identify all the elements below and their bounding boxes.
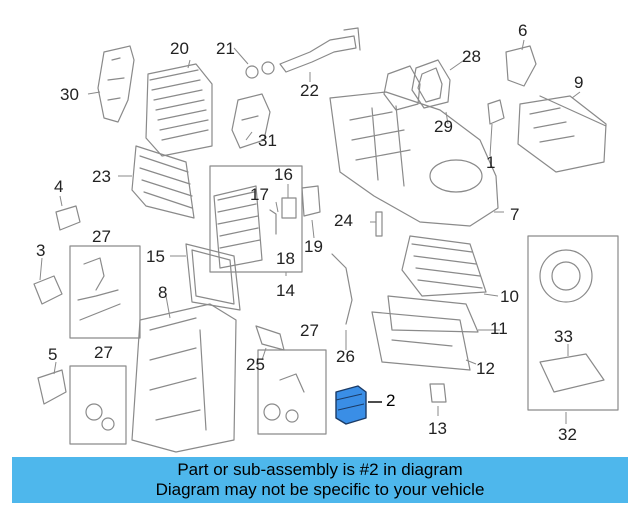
callout-9: 9 xyxy=(574,73,584,92)
callout-10: 10 xyxy=(500,287,519,306)
callout-17: 17 xyxy=(250,185,269,204)
callout-14: 14 xyxy=(276,281,295,300)
part-29-gasket xyxy=(383,65,421,111)
callout-1: 1 xyxy=(486,153,496,172)
callout-18: 18 xyxy=(276,249,295,268)
parts-diagram xyxy=(33,27,619,453)
part-4-sensor xyxy=(55,205,81,231)
part-5-actuator xyxy=(37,369,67,405)
banner-line-1: Part or sub-assembly is #2 in diagram xyxy=(177,460,463,479)
callout-19: 19 xyxy=(304,237,323,256)
part-32-blower-group xyxy=(527,235,619,411)
part-6-bracket xyxy=(505,45,537,87)
callout-15: 15 xyxy=(146,247,165,266)
part-14-evaporator-group xyxy=(209,165,303,273)
part-21-oring xyxy=(245,65,259,79)
part-31-bracket xyxy=(231,93,271,149)
part-11-seal xyxy=(387,295,479,333)
callout-13: 13 xyxy=(428,419,447,438)
part-1-sensor xyxy=(487,99,505,125)
part-20-heater-core xyxy=(145,63,213,157)
callout-7: 7 xyxy=(510,205,520,224)
callout-5: 5 xyxy=(48,345,58,364)
callout-31: 31 xyxy=(258,131,277,150)
part-33-resistor xyxy=(539,353,605,393)
callout-12: 12 xyxy=(476,359,495,378)
callout-28: 28 xyxy=(462,47,481,66)
callout-11: 11 xyxy=(490,319,508,338)
part-30-bracket xyxy=(97,45,135,123)
part-12-cover xyxy=(371,311,471,371)
callout-3: 3 xyxy=(36,241,46,260)
part-8-lower-housing xyxy=(131,303,237,453)
info-banner: Part or sub-assembly is #2 in diagram Di… xyxy=(12,457,628,503)
callout-8: 8 xyxy=(158,283,168,302)
callout-21: 21 xyxy=(216,39,235,58)
part-24-bolt xyxy=(375,211,383,237)
part-10-filter xyxy=(401,235,487,297)
callout-29: 29 xyxy=(434,117,453,136)
part-17-bolt xyxy=(269,209,277,235)
part-27-kit-box-2 xyxy=(69,365,127,445)
part-27-kit-box-3 xyxy=(257,349,327,435)
part-15-filter-frame xyxy=(185,243,241,311)
callout-24: 24 xyxy=(334,211,353,230)
part-22-pipe xyxy=(279,27,361,73)
callout-23: 23 xyxy=(92,167,111,186)
banner-line-2: Diagram may not be specific to your vehi… xyxy=(155,480,485,499)
callout-22: 22 xyxy=(300,81,319,100)
part-19-seal xyxy=(301,185,321,217)
callout-20: 20 xyxy=(170,39,189,58)
callout-30: 30 xyxy=(60,85,79,104)
part-26-hose xyxy=(331,253,353,325)
part-23-radiator xyxy=(131,145,195,219)
callout-16: 16 xyxy=(274,165,293,184)
callout-32: 32 xyxy=(558,425,577,444)
part-3-actuator xyxy=(33,275,63,305)
part-27-kit-box xyxy=(69,245,141,339)
callout-27: 27 xyxy=(92,227,111,246)
callout-4: 4 xyxy=(54,177,64,196)
callout-26: 26 xyxy=(336,347,355,366)
callout-27b: 27 xyxy=(300,321,319,340)
part-28-gasket xyxy=(411,59,451,109)
part-9-cabin-filter xyxy=(517,95,607,173)
part-25-clip xyxy=(255,325,285,351)
part-2-highlighted-module xyxy=(335,385,382,425)
part-13-valve xyxy=(429,383,447,403)
callout-27c: 27 xyxy=(94,343,113,362)
part-7-main-housing xyxy=(329,91,499,227)
callout-25: 25 xyxy=(246,355,265,374)
callout-2: 2 xyxy=(386,391,396,410)
callout-6: 6 xyxy=(518,21,528,40)
callout-33: 33 xyxy=(554,327,573,346)
part-16-valve xyxy=(281,197,297,219)
